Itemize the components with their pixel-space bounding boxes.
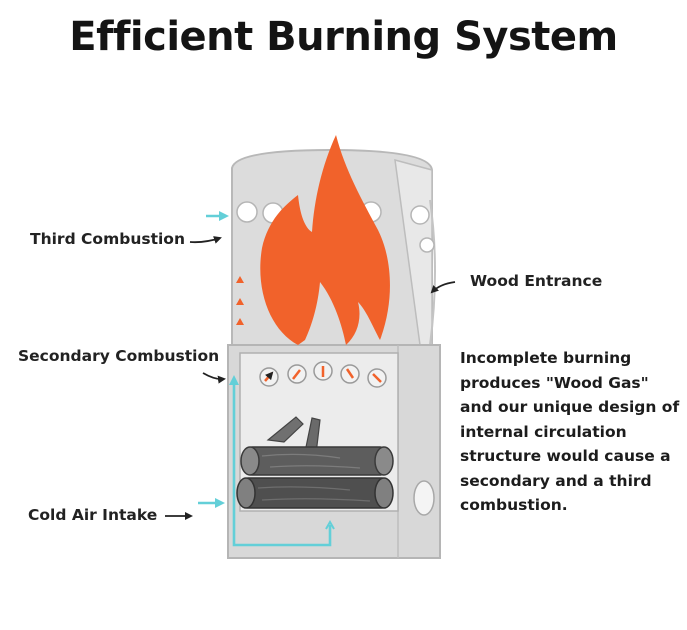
- wood-logs: [236, 416, 394, 509]
- description-line: Incomplete burning: [460, 349, 632, 367]
- description-text: Incomplete burning produces "Wood Gas" a…: [460, 346, 685, 518]
- diagram-title: Efficient Burning System: [69, 14, 618, 60]
- label-wood-entrance: Wood Entrance: [470, 272, 603, 290]
- flame: [260, 135, 390, 345]
- label-third-combustion: Third Combustion: [30, 230, 185, 248]
- description-line: produces "Wood Gas": [460, 373, 649, 392]
- label-secondary-combustion: Secondary Combustion: [18, 347, 220, 365]
- description-line: combustion.: [460, 496, 568, 514]
- description-line: and our unique design of: [460, 398, 680, 416]
- description-line: internal circulation: [460, 422, 627, 441]
- label-cold-air-intake: Cold Air Intake: [28, 506, 158, 524]
- secondary-air-holes: [259, 361, 387, 388]
- description-line: secondary and a third: [460, 471, 652, 490]
- description-line: structure would cause a: [460, 447, 671, 465]
- pointer-arrows: [165, 236, 456, 520]
- rising-air-arrows: [236, 276, 244, 325]
- airflow-path: [198, 211, 335, 547]
